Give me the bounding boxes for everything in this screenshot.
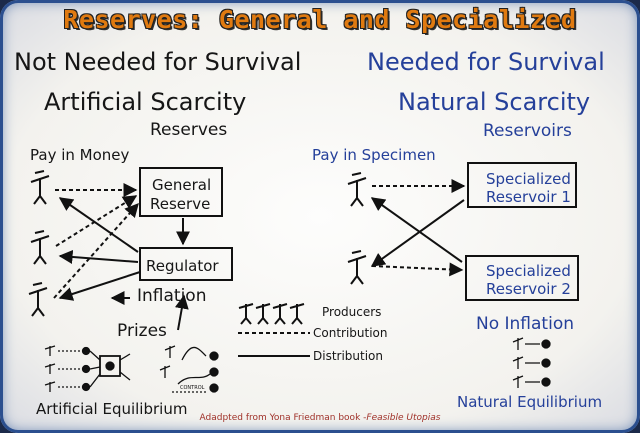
general-reserve-line1: General [152,176,212,194]
natural-equilibrium-sketch [512,337,551,388]
legend-distribution-label: Distribution [313,349,384,363]
slide-title: Reserves: General and Specialized [63,5,577,34]
reservoir2-line1: Specialized [486,262,571,280]
reservoir1-line1: Specialized [486,170,571,188]
general-reserve-line2: Reserve [150,195,211,213]
regulator-box [139,247,233,281]
left-heading-not-needed: Not Needed for Survival [14,48,302,76]
inflation-label: Inflation [137,286,207,306]
legend-producers-label: Producers [322,305,382,319]
left-heading-artificial-scarcity: Artificial Scarcity [44,88,247,116]
credit-book: Feasible Utopias [366,413,441,423]
right-pay-in-specimen: Pay in Specimen [312,146,436,164]
left-pay-in-money: Pay in Money [30,146,130,164]
legend-contribution-label: Contribution [313,326,388,340]
prizes-label: Prizes [117,321,167,341]
producer-icon-left-3 [28,282,48,317]
regulator-label: Regulator [146,257,219,275]
legend-producers-icon [238,303,305,325]
right-heading-needed: Needed for Survival [367,48,605,76]
reservoir2-box [465,255,579,301]
control-label: CONTROL [180,385,205,391]
producer-icon-left-2 [30,230,50,265]
reservoir1-box [467,162,577,208]
no-inflation-label: No Inflation [476,314,574,334]
producer-icon-left-1 [30,170,50,205]
artificial-equilibrium-label: Artificial Equilibrium [36,400,188,418]
reservoir2-line2: Reservoir 2 [486,280,571,298]
reservoir1-line2: Reservoir 1 [486,188,571,206]
right-heading-natural-scarcity: Natural Scarcity [398,88,591,116]
natural-equilibrium-label: Natural Equilibrium [457,393,603,411]
credit-prefix: Adadpted from Yona Friedman book - [199,413,367,423]
producer-icon-right-2 [347,250,367,285]
control-sketch [159,345,219,393]
general-reserve-box [139,167,223,217]
artificial-equilibrium-sketch [44,345,131,392]
left-heading-reserves: Reserves [150,120,228,140]
credit-line: Adadpted from Yona Friedman book -Feasib… [0,413,640,423]
right-heading-reservoirs: Reservoirs [483,121,572,141]
producer-icon-right-1 [347,172,367,207]
